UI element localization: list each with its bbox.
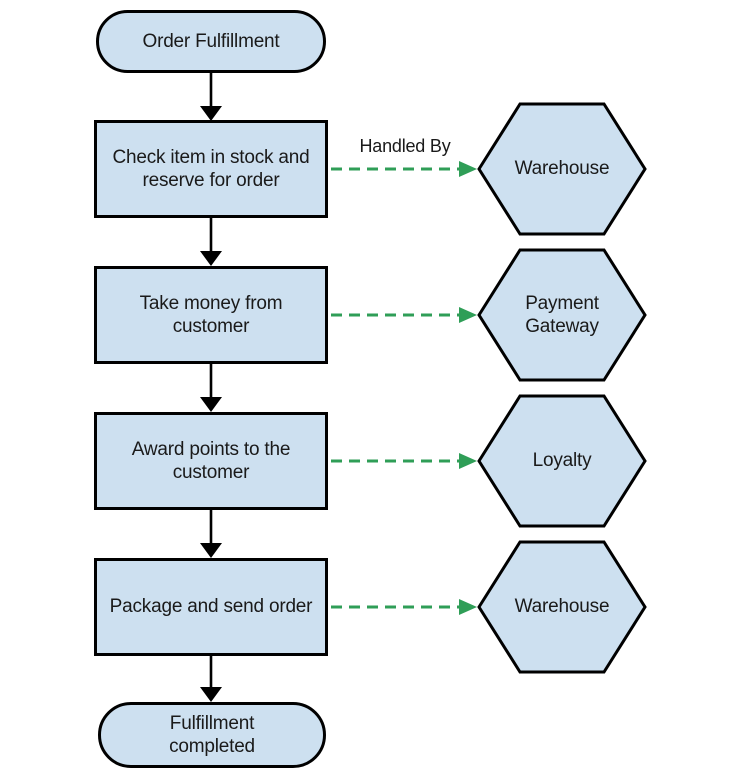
step-node-label: Take money from customer: [139, 292, 283, 337]
step-node-award-points: Award points to the customer: [94, 412, 328, 510]
start-node-label: Order Fulfillment: [142, 30, 280, 52]
hexagon-shape: [477, 540, 647, 674]
flow-arrow-4: [198, 510, 224, 563]
handler-arrow-1: [331, 158, 479, 185]
handler-node-warehouse-2: Warehouse: [477, 540, 647, 674]
end-node-label: Fulfillment completed: [169, 712, 255, 757]
flow-arrow-3: [198, 364, 224, 417]
end-node: Fulfillment completed: [98, 702, 326, 768]
flow-arrow-1: [198, 73, 224, 126]
handler-node-payment-gateway: Payment Gateway: [477, 248, 647, 382]
hexagon-shape: [477, 394, 647, 528]
handled-by-label: Handled By: [359, 136, 451, 156]
handler-node-label: Warehouse: [514, 158, 610, 180]
handler-arrow-4: [331, 596, 479, 623]
handler-node-loyalty: Loyalty: [477, 394, 647, 528]
step-node-check-stock: Check item in stock and reserve for orde…: [94, 120, 328, 218]
handler-node-label: Warehouse: [514, 596, 610, 618]
step-node-take-money: Take money from customer: [94, 266, 328, 364]
step-node-label: Check item in stock and reserve for orde…: [112, 146, 310, 191]
start-node: Order Fulfillment: [96, 10, 326, 73]
step-node-label: Package and send order: [109, 596, 313, 618]
handler-node-label: Payment Gateway: [525, 292, 599, 337]
hexagon-shape: [477, 248, 647, 382]
handler-node-warehouse-1: Warehouse: [477, 102, 647, 236]
flow-arrow-2: [198, 218, 224, 271]
step-node-package-send: Package and send order: [94, 558, 328, 656]
handler-node-label: Loyalty: [532, 450, 592, 472]
handler-arrow-2: [331, 304, 479, 331]
hexagon-shape: [477, 102, 647, 236]
step-node-label: Award points to the customer: [131, 438, 291, 483]
flow-arrow-5: [198, 656, 224, 707]
handler-arrow-3: [331, 450, 479, 477]
